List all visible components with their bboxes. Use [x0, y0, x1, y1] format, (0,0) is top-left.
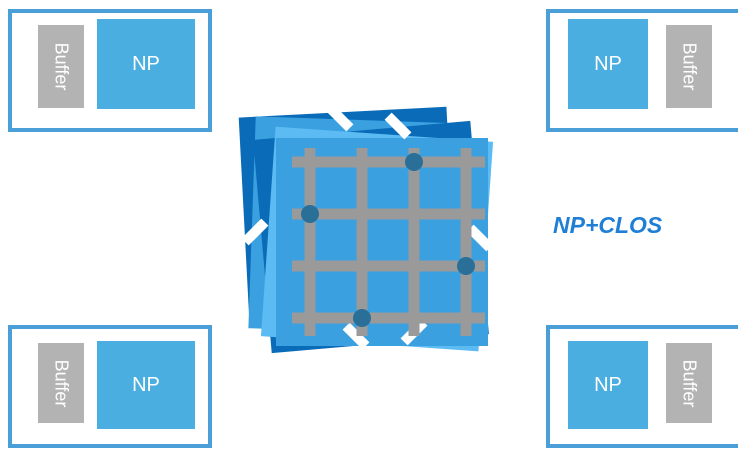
crossbar-grid	[292, 148, 485, 336]
buffer-block: Buffer	[38, 25, 84, 108]
fabric-notch	[241, 218, 269, 246]
np-label: NP	[132, 373, 160, 396]
node-top-left: Buffer NP	[8, 9, 212, 132]
np-label: NP	[594, 373, 622, 396]
np-block: NP	[97, 19, 195, 109]
node-top-right: NP Buffer	[546, 9, 738, 132]
np-label: NP	[594, 52, 622, 75]
crossbar-node	[457, 257, 475, 275]
crossbar-nodes	[301, 153, 475, 327]
crossbar-node	[301, 205, 319, 223]
fabric-label: NP+CLOS	[553, 212, 663, 238]
np-block: NP	[568, 341, 648, 429]
buffer-block: Buffer	[38, 343, 84, 423]
fabric-notch	[326, 104, 354, 132]
node-bottom-left: Buffer NP	[8, 325, 212, 448]
node-bottom-right: NP Buffer	[546, 325, 738, 448]
buffer-block: Buffer	[666, 25, 712, 108]
fabric-notch	[384, 112, 412, 140]
np-block: NP	[568, 19, 648, 109]
fabric-notch	[466, 224, 494, 252]
np-block: NP	[97, 341, 195, 429]
crossbar-node	[353, 309, 371, 327]
buffer-block: Buffer	[666, 343, 712, 423]
np-label: NP	[132, 52, 160, 75]
crossbar-node	[405, 153, 423, 171]
fabric-notch	[342, 322, 370, 350]
